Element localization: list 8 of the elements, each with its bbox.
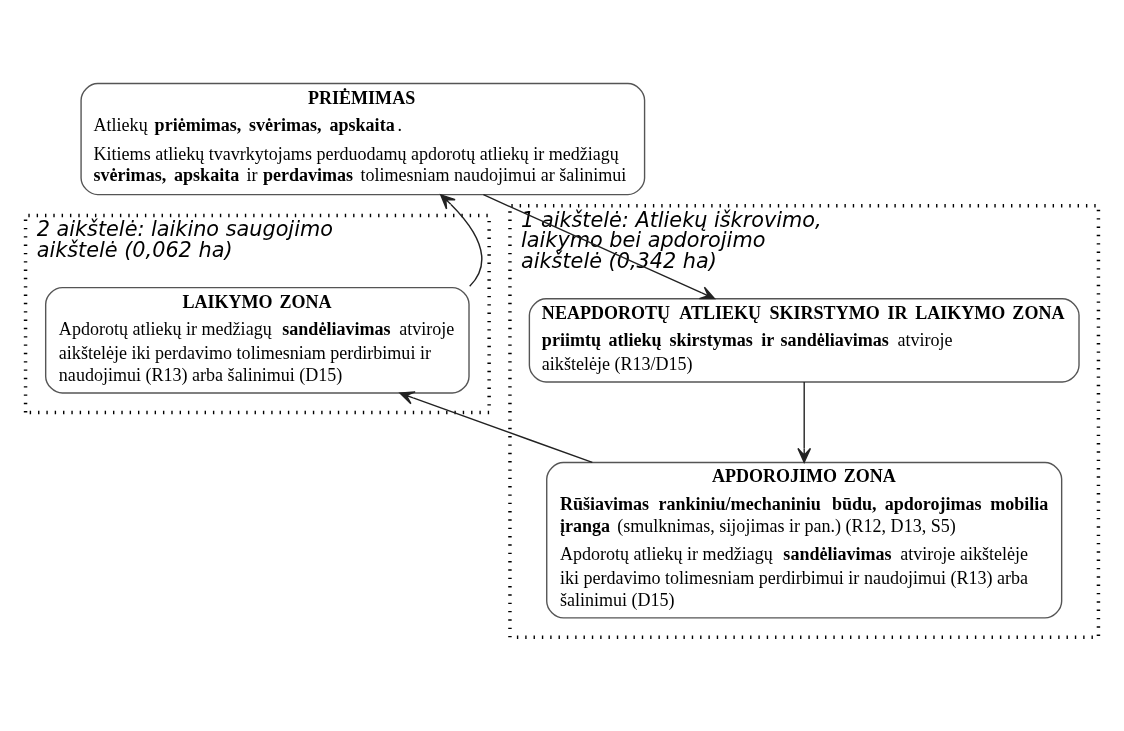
arrow xyxy=(399,390,593,463)
arrow xyxy=(797,380,812,463)
arrow xyxy=(440,193,483,287)
node-box: APDOROJIMO ZONA Rūšiavimas rankiniu/mechaniniu būdu, apdorojimas mobilia įranga (smulknimas, sijojimas ir pan.) (R12, D13, S5) Apdorotų atliekų ir medžiagų sandėliavimas atviroje aikštelėje iki perdavimo tolimesniam perdirbimui ir naudojimui (R13) arba šalinimui (D15) xyxy=(546,461,1063,619)
arrow xyxy=(482,193,716,299)
node-box: NEAPDOROTŲ ATLIEKŲ SKIRSTYMO IR LAIKYMO ZONA priimtų atliekų skirstymas ir sandėliavimas atviroje aikštelėje (R13/D15) xyxy=(528,297,1080,383)
node-box: LAIKYMO ZONA Apdorotų atliekų ir medžiagų sandėliavimas atviroje aikštelėje iki perdavimo tolimesniam perdirbimui ir naudojimui (R13) arba šalinimui (D15) xyxy=(45,286,470,394)
node-box: PRIĖMIMAS Atliekų priėmimas, svėrimas, apskaita. Kitiems atliekų tvavrkytojams perduodamų apdorotų atliekų ir medžiagų svėrimas, apskaita ir perdavimas tolimesniam naudojimui ar šalinimui xyxy=(80,82,646,195)
